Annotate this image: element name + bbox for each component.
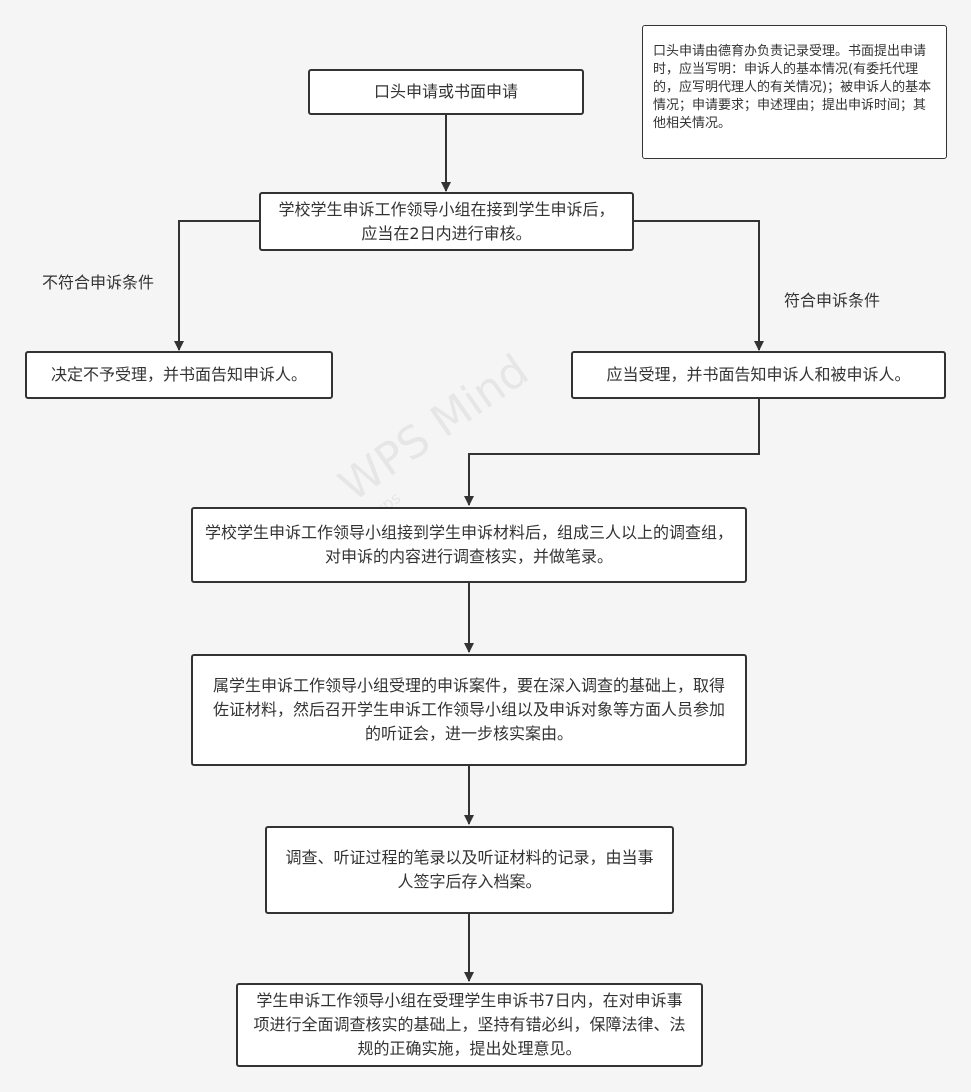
- node-decision-label: 学生申诉工作领导小组在受理学生申诉书7日内，在对申诉事项进行全面调查核实的基础上…: [253, 991, 686, 1058]
- node-reject[interactable]: 决定不予受理，并书面告知申诉人。: [25, 351, 333, 399]
- node-reject-label: 决定不予受理，并书面告知申诉人。: [50, 365, 307, 384]
- node-investigate-label: 学校学生申诉工作领导小组接到学生申诉材料后，组成三人以上的调查组，对申诉的内容进…: [205, 523, 734, 566]
- node-hearing-label: 属学生申诉工作领导小组受理的申诉案件，要在深入调查的基础上，取得佐证材料，然后召…: [212, 676, 725, 743]
- node-investigate[interactable]: 学校学生申诉工作领导小组接到学生申诉材料后，组成三人以上的调查组，对申诉的内容进…: [191, 507, 747, 583]
- label-not-eligible: 不符合申诉条件: [42, 273, 155, 292]
- edge-review-to-reject: [174, 220, 259, 351]
- node-archive-label: 调查、听证过程的笔录以及听证材料的记录，由当事人签字后存入档案。: [285, 848, 654, 891]
- edge-review-to-accept: [633, 220, 764, 351]
- node-accept[interactable]: 应当受理，并书面告知申诉人和被申诉人。: [571, 351, 946, 399]
- node-decision[interactable]: 学生申诉工作领导小组在受理学生申诉书7日内，在对申诉事项进行全面调查核实的基础上…: [236, 983, 703, 1067]
- node-archive[interactable]: 调查、听证过程的笔录以及听证材料的记录，由当事人签字后存入档案。: [265, 826, 674, 914]
- node-hearing[interactable]: 属学生申诉工作领导小组受理的申诉案件，要在深入调查的基础上，取得佐证材料，然后召…: [191, 654, 747, 766]
- node-apply[interactable]: 口头申请或书面申请: [308, 69, 584, 115]
- edge-accept-to-investigate: [464, 399, 760, 506]
- note-text: 口头申请由德育办负责记录受理。书面提出申请时，应当写明：申诉人的基本情况(有委托…: [653, 44, 932, 131]
- node-accept-label: 应当受理，并书面告知申诉人和被申诉人。: [606, 365, 911, 384]
- node-apply-label: 口头申请或书面申请: [373, 82, 518, 101]
- node-review[interactable]: 学校学生申诉工作领导小组在接到学生申诉后，应当在2日内进行审核。: [259, 192, 634, 251]
- label-eligible: 符合申诉条件: [784, 291, 881, 310]
- node-review-label: 学校学生申诉工作领导小组在接到学生申诉后，应当在2日内进行审核。: [278, 199, 615, 243]
- note-application-requirements: 口头申请由德育办负责记录受理。书面提出申请时，应当写明：申诉人的基本情况(有委托…: [642, 25, 947, 159]
